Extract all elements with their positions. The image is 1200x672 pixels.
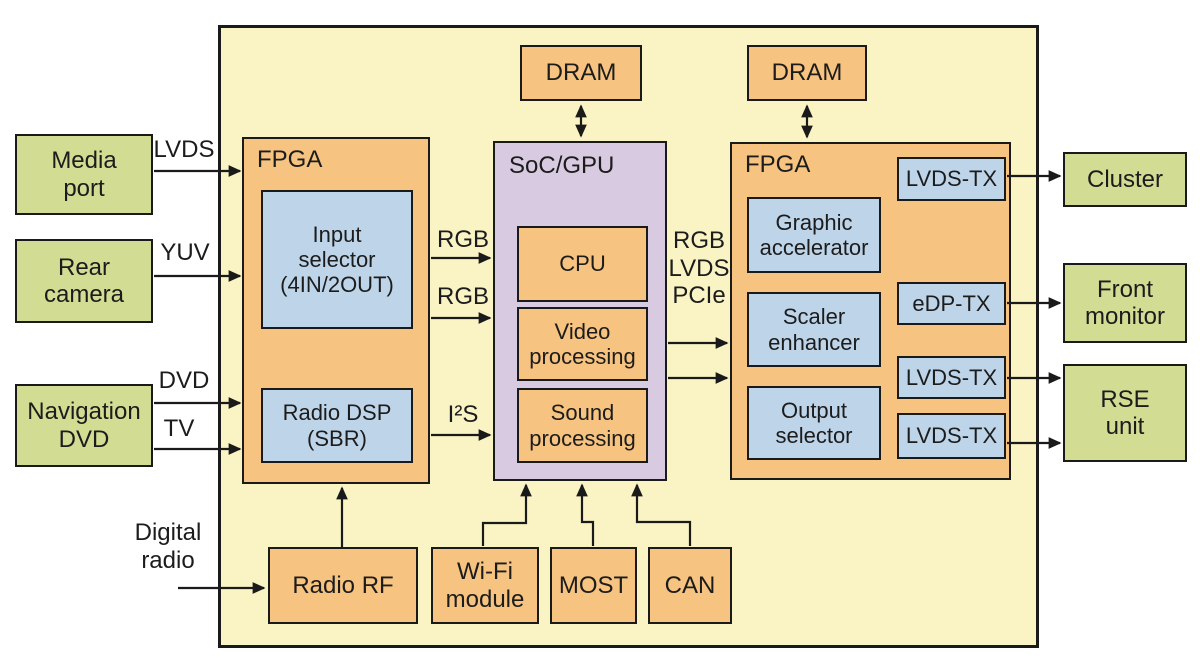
- front-monitor-box: Front monitor: [1063, 263, 1187, 343]
- scaler-enhancer-label: Scaler enhancer: [768, 304, 860, 355]
- radio-rf-label: Radio RF: [292, 571, 394, 599]
- rse-unit-box: RSE unit: [1063, 364, 1187, 462]
- radio-dsp-label: Radio DSP (SBR): [282, 400, 392, 451]
- output-selector-box: Output selector: [747, 386, 881, 460]
- can-label: CAN: [664, 571, 716, 599]
- radio-rf-box: Radio RF: [268, 547, 418, 624]
- dram-right-label: DRAM: [771, 59, 843, 87]
- cluster-label: Cluster: [1086, 165, 1164, 193]
- rear-camera-box: Rear camera: [15, 239, 153, 323]
- lvds-tx-1-box: LVDS-TX: [897, 157, 1006, 201]
- signal-rgb-1-label: RGB: [436, 226, 489, 253]
- front-monitor-label: Front monitor: [1084, 275, 1166, 330]
- media-port-label: Media port: [51, 147, 117, 202]
- rse-unit-label: RSE unit: [1100, 385, 1150, 440]
- wifi-module-box: Wi-Fi module: [431, 547, 539, 624]
- signal-soc-out-bus-label: RGB LVDS PCIe: [668, 227, 730, 310]
- media-port-box: Media port: [15, 134, 153, 215]
- most-label: MOST: [558, 571, 629, 599]
- sound-processing-label: Sound processing: [529, 400, 636, 451]
- signal-digital-radio-label: Digital radio: [134, 519, 202, 574]
- lvds-tx-2-label: LVDS-TX: [905, 364, 998, 390]
- dram-left-label: DRAM: [545, 59, 617, 87]
- input-selector-label: Input selector (4IN/2OUT): [280, 221, 394, 298]
- lvds-tx-2-box: LVDS-TX: [897, 356, 1006, 399]
- navigation-dvd-box: Navigation DVD: [15, 384, 153, 467]
- fpga-output-title: FPGA: [745, 151, 811, 178]
- fpga-input-title: FPGA: [257, 146, 323, 173]
- cpu-label: CPU: [559, 251, 606, 277]
- signal-dvd-label: DVD: [158, 367, 210, 394]
- cluster-box: Cluster: [1063, 152, 1187, 207]
- signal-i2s-label: I²S: [447, 401, 479, 428]
- navigation-dvd-label: Navigation DVD: [27, 398, 141, 453]
- soc-gpu-title: SoC/GPU: [509, 152, 615, 179]
- sound-processing-box: Sound processing: [517, 388, 648, 463]
- can-box: CAN: [648, 547, 732, 624]
- video-processing-box: Video processing: [517, 307, 648, 381]
- graphic-accelerator-box: Graphic accelerator: [747, 197, 881, 273]
- signal-rgb-2-label: RGB: [436, 283, 489, 310]
- lvds-tx-1-label: LVDS-TX: [905, 166, 998, 192]
- cpu-box: CPU: [517, 226, 648, 302]
- signal-lvds-label: LVDS: [153, 136, 215, 163]
- output-selector-label: Output selector: [775, 397, 853, 448]
- wifi-module-label: Wi-Fi module: [445, 558, 525, 613]
- most-box: MOST: [550, 547, 637, 624]
- dram-left-box: DRAM: [520, 45, 642, 101]
- dram-right-box: DRAM: [747, 45, 867, 101]
- video-processing-label: Video processing: [529, 318, 636, 369]
- signal-tv-label: TV: [163, 415, 195, 442]
- lvds-tx-3-label: LVDS-TX: [905, 423, 998, 449]
- signal-yuv-label: YUV: [160, 239, 210, 266]
- input-selector-box: Input selector (4IN/2OUT): [261, 190, 413, 329]
- graphic-accelerator-label: Graphic accelerator: [759, 209, 869, 260]
- edp-tx-label: eDP-TX: [912, 290, 991, 316]
- rear-camera-label: Rear camera: [43, 253, 125, 308]
- radio-dsp-box: Radio DSP (SBR): [261, 388, 413, 463]
- lvds-tx-3-box: LVDS-TX: [897, 413, 1006, 459]
- edp-tx-box: eDP-TX: [897, 282, 1006, 325]
- scaler-enhancer-box: Scaler enhancer: [747, 292, 881, 367]
